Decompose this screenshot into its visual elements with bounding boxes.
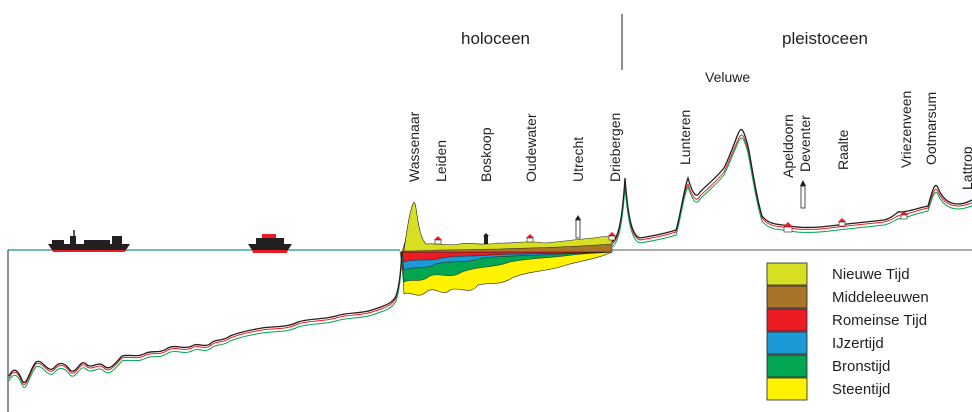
seafloor-profile [8, 250, 403, 388]
surface-green-line [611, 137, 972, 248]
house-icon [838, 218, 846, 227]
legend-swatch [766, 377, 808, 401]
place-labels: Wassenaar Leiden Boskoop Oudewater Utrec… [406, 69, 972, 190]
seafloor-black-line [8, 250, 403, 383]
church-tower-icon [575, 215, 581, 239]
layer-nieuwe-tijd [403, 202, 613, 252]
place-label-lunteren: Lunteren [677, 110, 693, 165]
legend-label: Steentijd [832, 381, 890, 398]
house-icon [900, 211, 908, 220]
legend-swatch [766, 285, 808, 309]
legend-label: Nieuwe Tijd [832, 266, 910, 283]
house-icon [526, 234, 534, 243]
ferry-icon [248, 234, 292, 253]
place-label-apeldoorn: Apeldoorn [780, 114, 796, 178]
legend: Nieuwe Tijd Middeleeuwen Romeinse Tijd I… [766, 262, 929, 401]
place-label-lattrop: Lattrop [959, 146, 972, 190]
place-label-wassenaar: Wassenaar [406, 111, 422, 182]
legend-swatch [766, 262, 808, 286]
lighthouse-icon [483, 233, 489, 244]
surface-black-line [611, 129, 972, 243]
holocene-label: holoceen [461, 29, 530, 48]
place-label-boskoop: Boskoop [478, 127, 494, 182]
legend-label: Bronstijd [832, 358, 890, 375]
pleistocene-label: pleistoceen [782, 29, 868, 48]
layer-romeinse-tijd [401, 251, 613, 263]
legend-item-romeinse-tijd: Romeinse Tijd [766, 308, 927, 332]
legend-item-nieuwe-tijd: Nieuwe Tijd [766, 262, 910, 286]
place-label-veluwe: Veluwe [705, 69, 750, 85]
pleistocene-profile [611, 129, 972, 248]
seafloor-red-line [8, 252, 403, 385]
legend-swatch [766, 308, 808, 332]
legend-item-middeleeuwen: Middeleeuwen [766, 285, 929, 309]
legend-item-bronstijd: Bronstijd [766, 354, 890, 378]
place-label-ootmarsum: Ootmarsum [923, 92, 939, 165]
house-icon [783, 222, 793, 233]
legend-label: Middeleeuwen [832, 289, 929, 306]
legend-label: Romeinse Tijd [832, 312, 927, 329]
sediment-layers [399, 202, 613, 296]
seafloor-green-line [8, 255, 403, 388]
legend-item-steentijd: Steentijd [766, 377, 890, 401]
legend-label: IJzertijd [832, 335, 884, 352]
place-label-deventer: Deventer [797, 115, 813, 172]
place-label-raalte: Raalte [835, 129, 851, 170]
legend-swatch [766, 331, 808, 355]
place-label-driebergen: Driebergen [607, 113, 623, 182]
house-icon [434, 236, 442, 245]
legend-item-ijzertijd: IJzertijd [766, 331, 884, 355]
place-label-leiden: Leiden [433, 140, 449, 182]
place-label-oudewater: Oudewater [523, 113, 539, 182]
legend-swatch [766, 354, 808, 378]
place-label-vriezenveen: Vriezenveen [898, 91, 914, 168]
church-tower-icon [800, 180, 806, 209]
place-label-utrecht: Utrecht [570, 137, 586, 182]
cargo-ship-icon [48, 230, 130, 252]
house-icon [608, 232, 616, 241]
